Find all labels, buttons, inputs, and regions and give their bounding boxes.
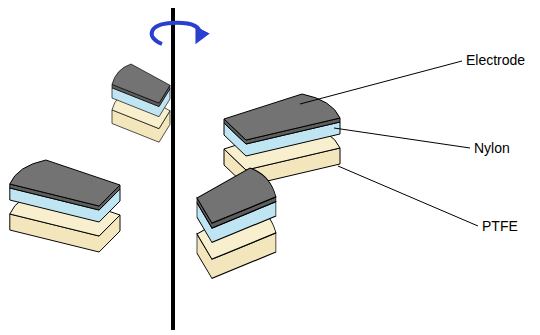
shaft: [171, 8, 175, 330]
rotation-arrow: [152, 23, 200, 44]
part-label: PTFE: [482, 218, 518, 234]
leader-line: [338, 166, 478, 226]
left-blade: [10, 160, 120, 252]
front-blade: [197, 168, 276, 278]
back-blade: [112, 64, 170, 142]
part-label: Electrode: [466, 52, 525, 68]
right-blade: [224, 94, 340, 186]
leader-line: [334, 128, 470, 148]
leader-line: [300, 61, 462, 104]
part-label: Nylon: [474, 140, 510, 156]
